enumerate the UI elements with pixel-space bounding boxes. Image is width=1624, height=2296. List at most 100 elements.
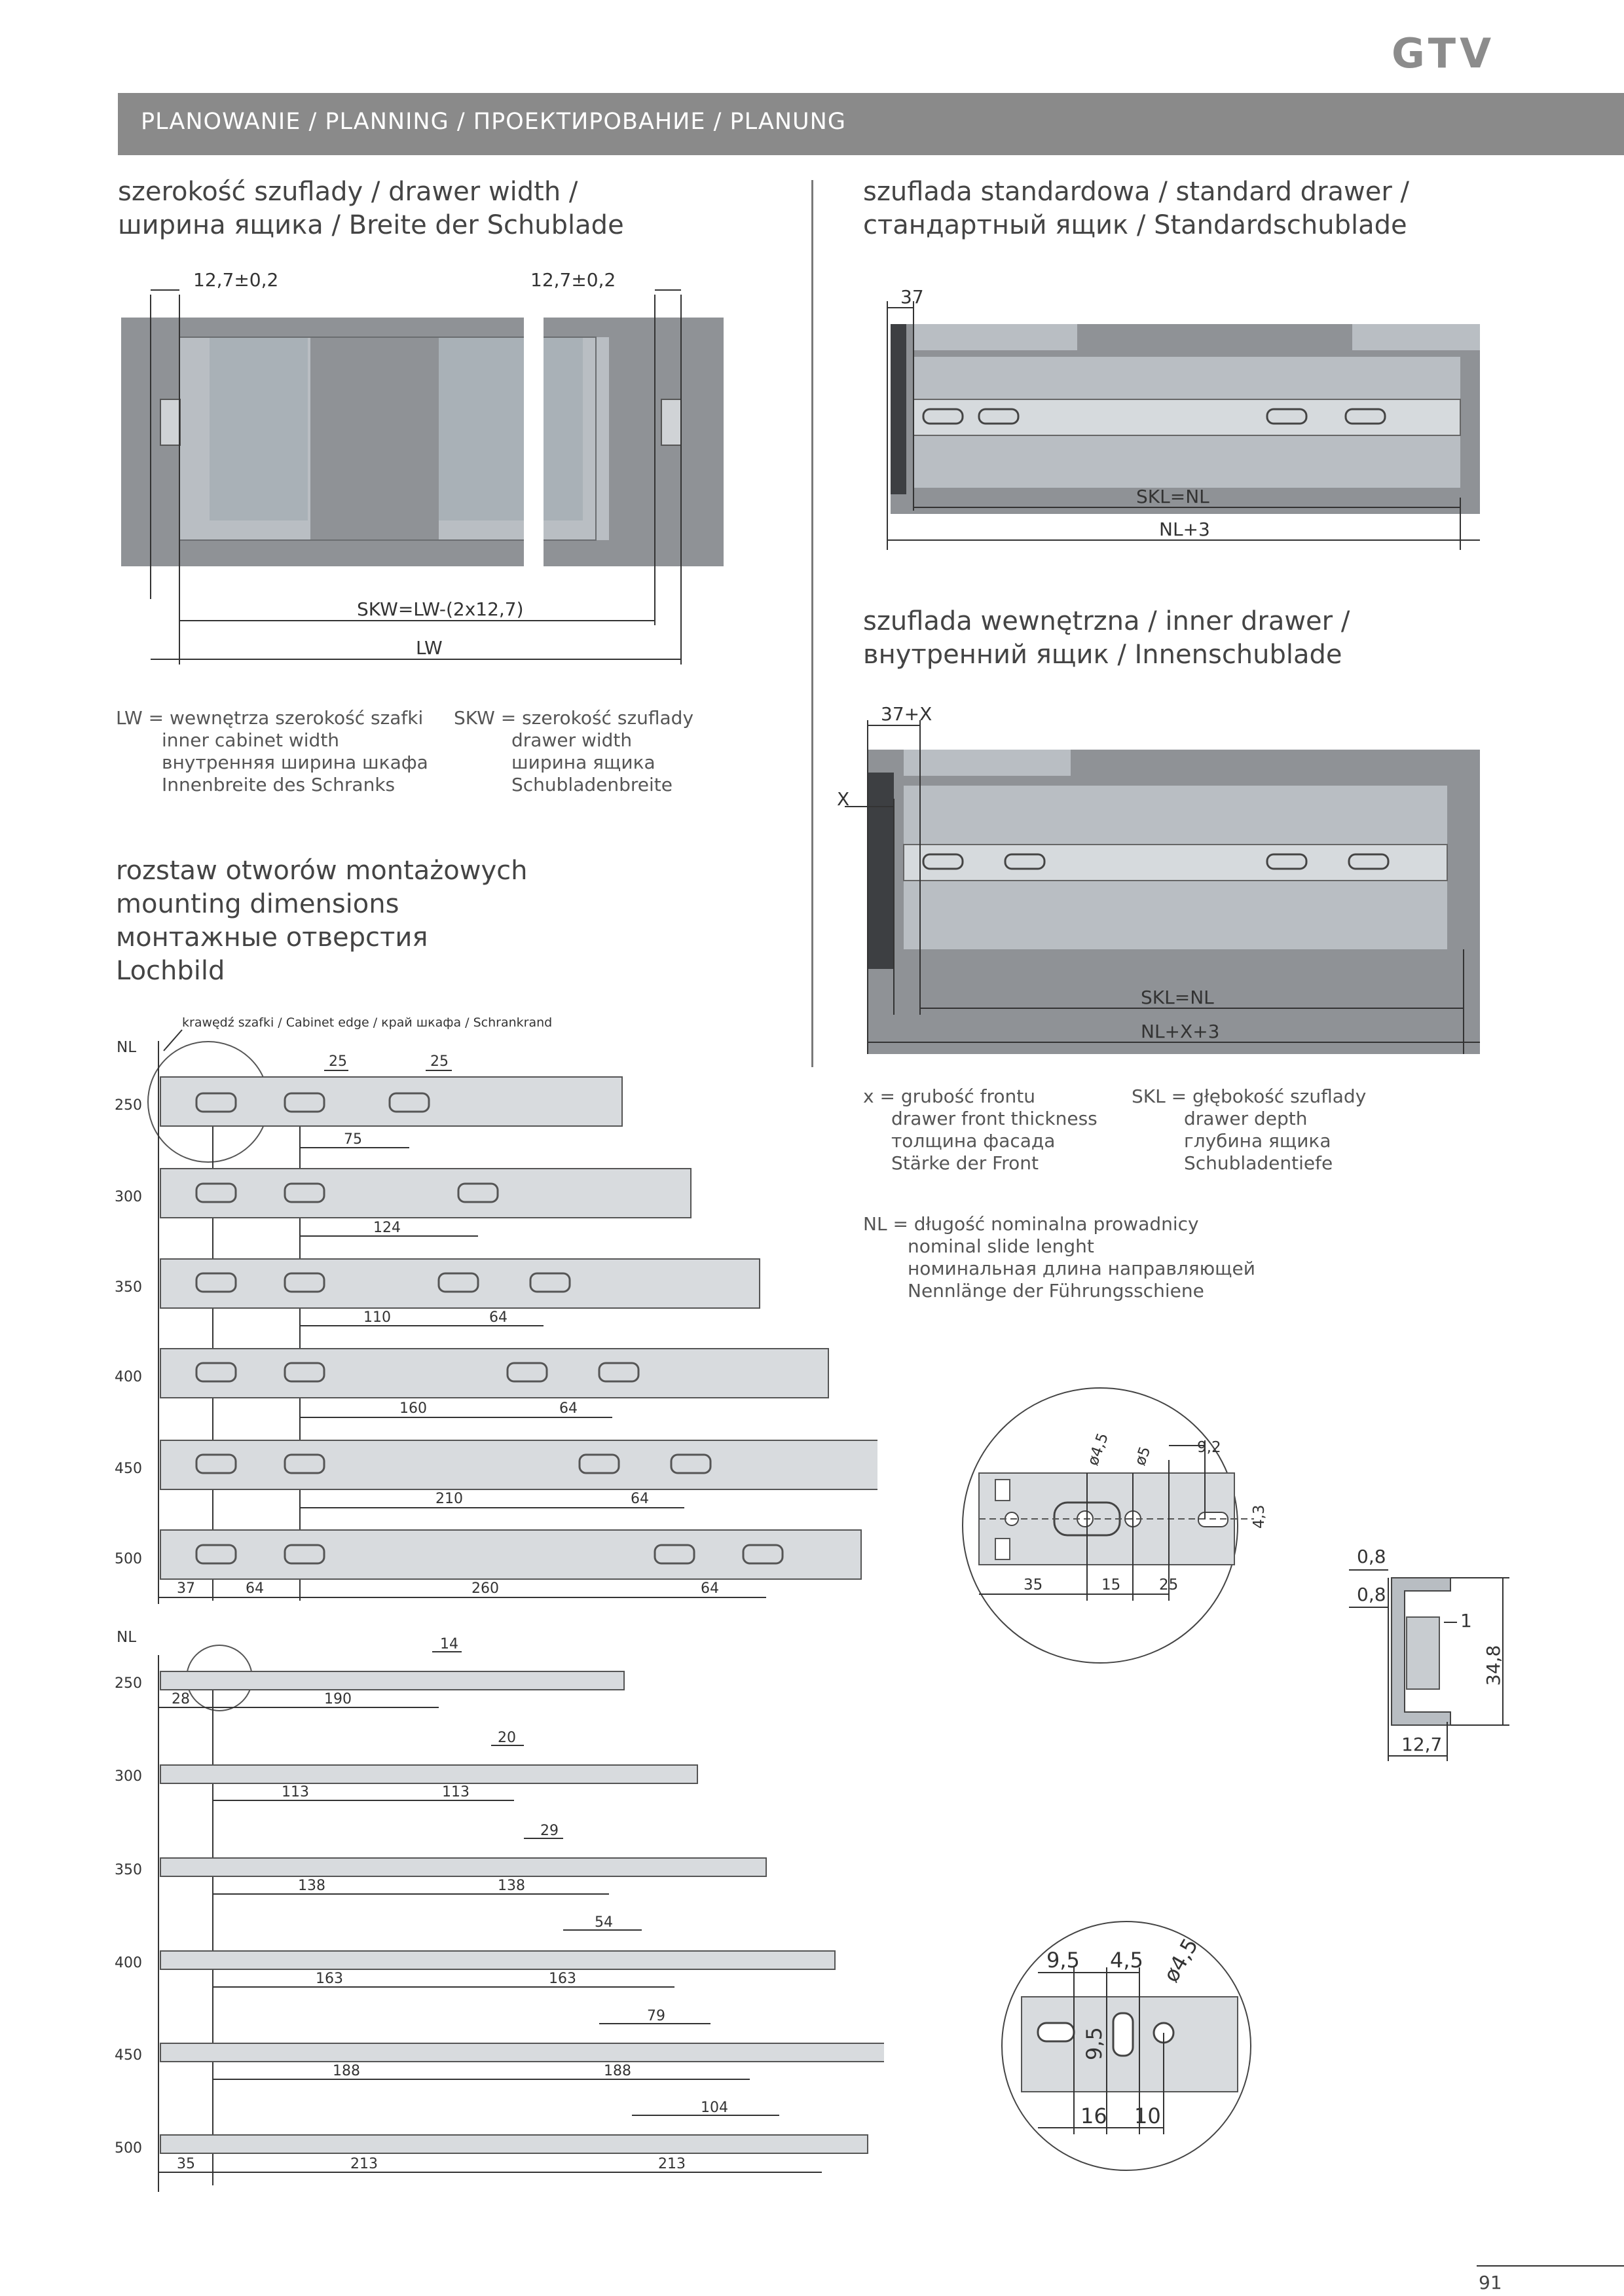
drawer-width-title: szerokość szuflady / drawer width / шири… xyxy=(118,177,624,240)
mounting-chart-bottom: NL 250 14 28 190 300 20 113 113 350 29 1… xyxy=(115,1629,884,2192)
header-title: PLANOWANIE / PLANNING / ПРОЕКТИРОВАНИЕ /… xyxy=(141,109,846,135)
svg-text:350: 350 xyxy=(115,1279,142,1296)
svg-text:4,3: 4,3 xyxy=(1251,1504,1268,1529)
svg-text:138: 138 xyxy=(298,1878,325,1894)
svg-text:163: 163 xyxy=(316,1971,343,1987)
dim-skl-inner: SKL=NL xyxy=(1141,987,1214,1008)
svg-text:1: 1 xyxy=(1460,1610,1472,1631)
legend-lw: LW = wewnętrza szerokość szafki inner ca… xyxy=(116,707,428,795)
svg-text:14: 14 xyxy=(440,1636,458,1652)
svg-text:25: 25 xyxy=(329,1053,347,1070)
svg-text:188: 188 xyxy=(604,2063,631,2079)
svg-text:25: 25 xyxy=(430,1053,449,1070)
svg-text:34,8: 34,8 xyxy=(1483,1645,1504,1686)
standard-drawer-title: szuflada standardowa / standard drawer /… xyxy=(863,177,1409,240)
dim-right: 12,7±0,2 xyxy=(530,269,616,291)
inner-drawer-diagram: 37+X X SKL=NL NL+X+3 xyxy=(837,703,1480,1054)
svg-text:10: 10 xyxy=(1134,2104,1161,2128)
svg-text:300: 300 xyxy=(115,1768,142,1785)
svg-text:12,7: 12,7 xyxy=(1401,1734,1442,1755)
svg-text:ø4,5: ø4,5 xyxy=(1084,1431,1112,1468)
page-number: 91 xyxy=(1479,2272,1502,2293)
top-row-350: 350 110 64 xyxy=(115,1258,760,1326)
legend-nl: NL = długość nominalna prowadnicy nomina… xyxy=(863,1213,1255,1302)
svg-text:124: 124 xyxy=(373,1220,401,1236)
header-bar xyxy=(118,93,1624,155)
svg-text:35: 35 xyxy=(1024,1576,1043,1594)
bottom-row-300: 300 20 113 113 xyxy=(115,1730,698,1801)
dim-37: 37 xyxy=(900,286,924,308)
dim-skl: SKL=NL xyxy=(1136,486,1209,507)
cabinet-edge-label: krawędź szafki / Cabinet edge / край шка… xyxy=(182,1015,552,1030)
svg-text:300: 300 xyxy=(115,1189,142,1205)
svg-text:213: 213 xyxy=(350,2156,378,2172)
svg-text:9,5: 9,5 xyxy=(1082,2027,1107,2060)
svg-text:9,2: 9,2 xyxy=(1197,1439,1221,1456)
top-row-450: 450 210 64 xyxy=(115,1440,877,1508)
dim-skw: SKW=LW-(2x12,7) xyxy=(357,598,524,620)
svg-text:500: 500 xyxy=(115,2140,142,2157)
svg-text:190: 190 xyxy=(324,1691,352,1707)
svg-text:138: 138 xyxy=(498,1878,525,1894)
svg-text:110: 110 xyxy=(363,1309,391,1326)
svg-text:250: 250 xyxy=(115,1675,142,1692)
svg-text:188: 188 xyxy=(333,2063,360,2079)
svg-text:29: 29 xyxy=(540,1823,559,1839)
svg-text:37: 37 xyxy=(177,1580,195,1597)
legend-skl: SKL = głębokość szuflady drawer depth гл… xyxy=(1132,1085,1367,1174)
top-row-400: 400 160 64 xyxy=(115,1348,829,1418)
detail-circle-bottom: 9,5 4,5 ø4,5 9,5 16 10 xyxy=(1001,1921,1251,2171)
svg-text:104: 104 xyxy=(701,2100,728,2116)
profile-section: 0,8 0,8 1 34,8 12,7 xyxy=(1349,1546,1509,1761)
svg-text:79: 79 xyxy=(647,2008,665,2024)
inner-drawer-title: szuflada wewnętrzna / inner drawer / вну… xyxy=(863,606,1350,670)
svg-text:64: 64 xyxy=(489,1309,507,1326)
top-row-500: 500 xyxy=(115,1529,862,1580)
dim-37x: 37+X xyxy=(881,703,932,725)
svg-text:160: 160 xyxy=(399,1400,427,1417)
svg-text:64: 64 xyxy=(701,1580,719,1597)
svg-text:25: 25 xyxy=(1159,1576,1178,1594)
dim-left: 12,7±0,2 xyxy=(193,269,278,291)
top-row-300: 300 124 xyxy=(115,1168,692,1237)
svg-text:28: 28 xyxy=(172,1691,190,1707)
svg-text:163: 163 xyxy=(549,1971,576,1987)
svg-text:210: 210 xyxy=(435,1491,463,1507)
legend-x: x = grubość frontu drawer front thicknes… xyxy=(863,1085,1098,1174)
svg-text:20: 20 xyxy=(498,1730,516,1746)
svg-text:75: 75 xyxy=(344,1131,362,1148)
svg-text:113: 113 xyxy=(282,1784,309,1800)
nl-label-top: NL xyxy=(117,1039,136,1056)
svg-text:450: 450 xyxy=(115,2047,142,2064)
nl-label-bottom: NL xyxy=(117,1629,136,1646)
svg-text:400: 400 xyxy=(115,1369,142,1385)
mounting-title: rozstaw otworów montażowych mounting dim… xyxy=(116,856,528,986)
svg-text:213: 213 xyxy=(658,2156,686,2172)
dim-nlx3: NL+X+3 xyxy=(1141,1021,1219,1042)
bottom-row-400: 400 54 163 163 xyxy=(115,1914,836,1988)
svg-text:15: 15 xyxy=(1101,1576,1120,1594)
mounting-chart-top: krawędź szafki / Cabinet edge / край шка… xyxy=(115,1015,877,1604)
dim-nl3: NL+3 xyxy=(1159,519,1210,540)
dim-x: X xyxy=(837,788,849,810)
top-row-250: 250 75 25 25 xyxy=(115,1053,623,1148)
svg-text:0,8: 0,8 xyxy=(1357,1584,1386,1605)
detail-circle-top: ø4,5 ø5 9,2 4,3 35 15 25 xyxy=(962,1387,1268,1664)
svg-text:16: 16 xyxy=(1080,2104,1107,2128)
svg-text:500: 500 xyxy=(115,1551,142,1567)
standard-drawer-diagram: 37 SKL=NL NL+3 xyxy=(887,286,1480,550)
bottom-row-250: 250 14 28 190 xyxy=(115,1636,625,1708)
bottom-row-500: 500 104 xyxy=(115,2100,868,2157)
svg-text:ø5: ø5 xyxy=(1132,1444,1154,1468)
bottom-row-350: 350 29 138 138 xyxy=(115,1823,767,1895)
svg-text:64: 64 xyxy=(559,1400,578,1417)
legend-skw: SKW = szerokość szuflady drawer width ши… xyxy=(454,707,694,795)
svg-text:64: 64 xyxy=(631,1491,649,1507)
svg-text:0,8: 0,8 xyxy=(1357,1546,1386,1567)
drawer-width-diagram: 12,7±0,2 12,7±0,2 SKW=LW-(2x12,7) LW xyxy=(121,269,724,665)
column-divider xyxy=(811,180,813,1067)
svg-text:450: 450 xyxy=(115,1461,142,1477)
svg-text:35: 35 xyxy=(177,2156,195,2172)
svg-text:64: 64 xyxy=(246,1580,264,1597)
svg-text:350: 350 xyxy=(115,1862,142,1878)
